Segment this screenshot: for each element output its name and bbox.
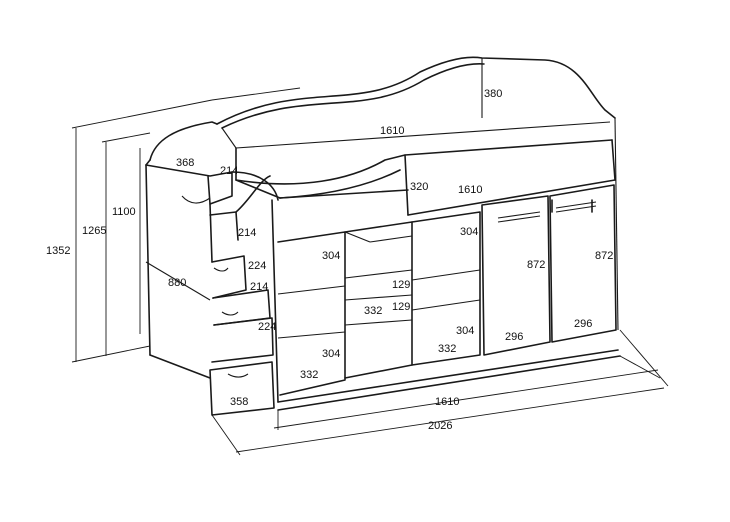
shelving-section — [277, 211, 481, 396]
bed-top-frame — [216, 56, 619, 331]
length-dimensions — [211, 329, 669, 456]
label-door-height-b: 872 — [595, 250, 613, 262]
label-step-width-a: 214 — [238, 227, 256, 239]
label-height-1100: 1100 — [112, 206, 136, 218]
label-step-height-b: 224 — [258, 321, 276, 333]
label-base-length: 1610 — [435, 396, 459, 408]
base-plinth — [277, 349, 621, 411]
label-top-length: 1610 — [380, 125, 404, 137]
staircase — [145, 121, 279, 416]
label-stair-top-width: 214 — [220, 165, 238, 177]
label-stair-drawer-w: 358 — [230, 396, 248, 408]
label-drawer-w: 332 — [364, 305, 382, 317]
label-door-height-a: 872 — [527, 259, 545, 271]
dimension-labels: 380 1610 368 214 1100 1265 1352 320 1610… — [46, 88, 613, 432]
label-stair-side: 880 — [168, 277, 186, 289]
label-total-length: 2026 — [428, 420, 452, 432]
label-cabinet-length: 1610 — [458, 184, 482, 196]
label-shelf-width-c: 304 — [456, 325, 474, 337]
label-shelf-width-a: 304 — [460, 226, 478, 238]
label-bottom-w-b: 332 — [300, 369, 318, 381]
label-sill-height: 320 — [410, 181, 428, 193]
label-door-w-a: 296 — [505, 331, 523, 343]
label-door-w-b: 296 — [574, 318, 592, 330]
label-drawer-h-b: 129 — [392, 301, 410, 313]
label-shelf-width-d: 304 — [322, 348, 340, 360]
label-bottom-w-a: 332 — [438, 343, 456, 355]
label-height-1265: 1265 — [82, 225, 106, 237]
label-top-depth: 380 — [484, 88, 502, 100]
wardrobe-doors — [481, 184, 617, 356]
label-shelf-width-b: 304 — [322, 250, 340, 262]
label-stair-top-depth: 368 — [176, 157, 194, 169]
label-drawer-h-a: 129 — [392, 279, 410, 291]
label-step-width-b: 214 — [250, 281, 268, 293]
label-height-1352: 1352 — [46, 245, 70, 257]
label-step-height-a: 224 — [248, 260, 266, 272]
height-dimensions — [71, 87, 301, 363]
